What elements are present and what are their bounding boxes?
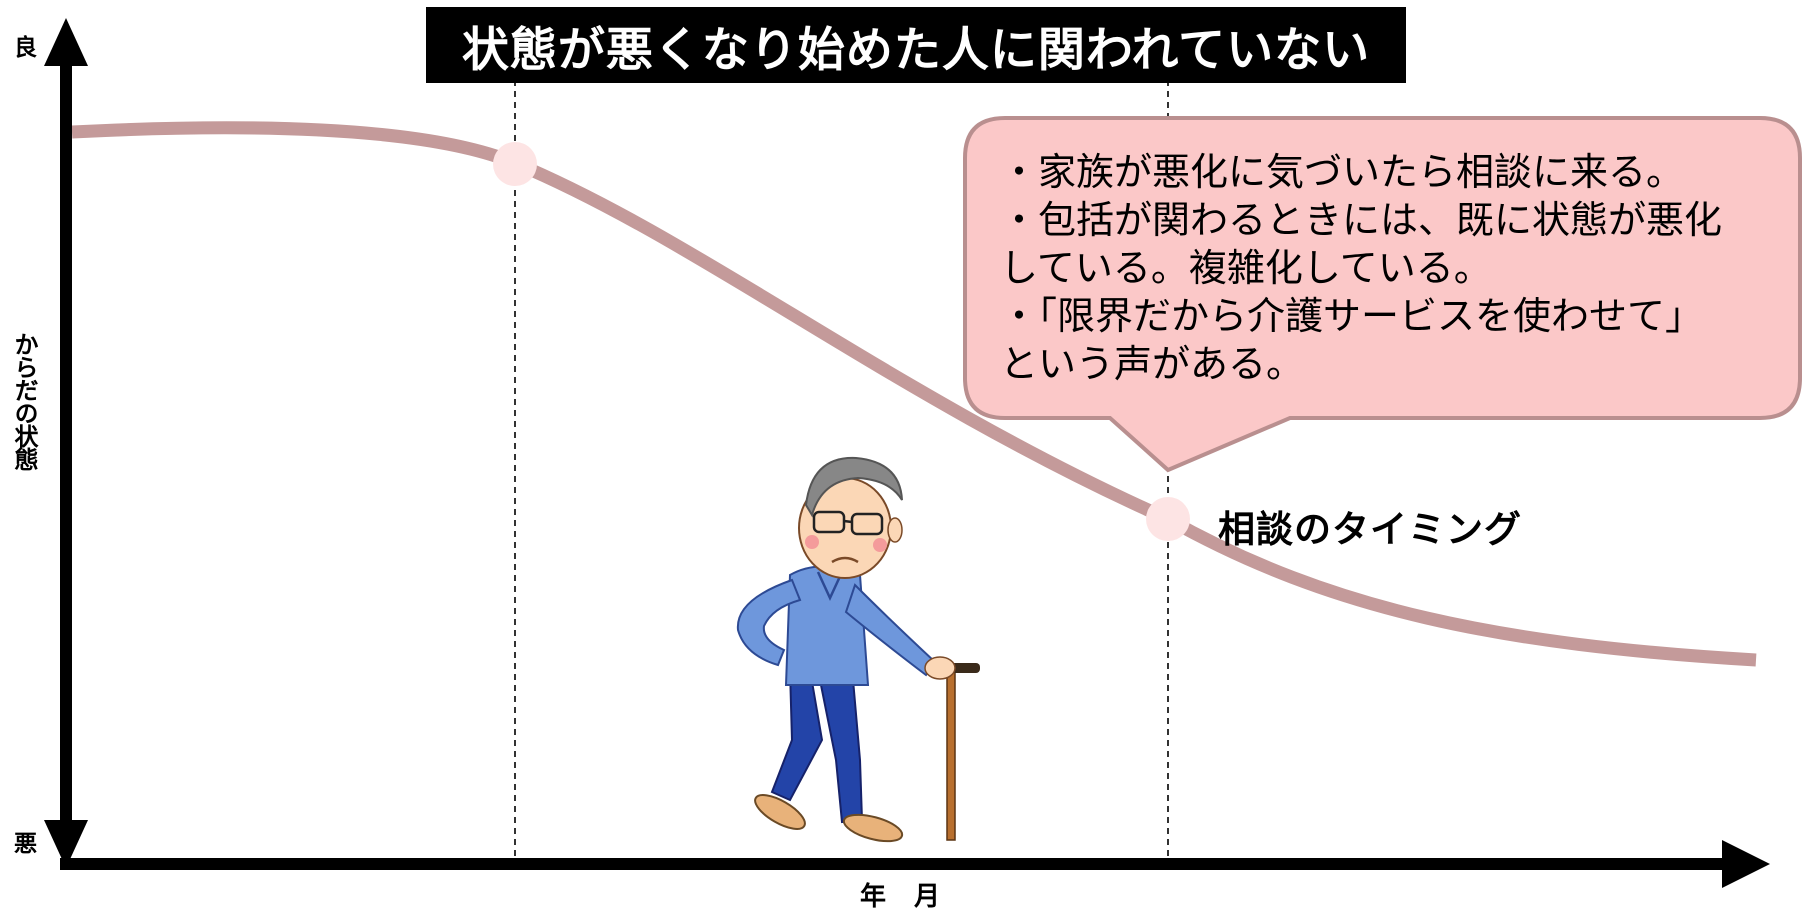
y-axis-arrow-up [44,18,88,66]
callout-text: ・家族が悪化に気づいたら相談に来る。 ・包括が関わるときには、既に状態が悪化 し… [1000,148,1790,388]
y-axis-bottom-label: 悪 [14,831,37,857]
callout-line-4: ・「限界だから介護サービスを使わせて」 [1000,294,1704,338]
condition-curve [71,121,1757,667]
diagram-title: 状態が悪くなり始めた人に関われていない [426,7,1406,83]
elderly-man-illustration [736,456,980,843]
x-axis-arrow [1722,840,1770,888]
decline-start-marker [493,142,537,186]
y-axis-top-label: 良 [14,35,37,61]
consultation-timing-label: 相談のタイミング [1218,508,1522,551]
consultation-marker [1146,497,1190,541]
x-axis-label: 年 月 [860,882,942,912]
callout-line-1: ・家族が悪化に気づいたら相談に来る。 [1000,150,1685,194]
callout-bubble [963,116,1802,473]
y-axis-label: からだの状態 [10,332,38,470]
callout-line-2: ・包括が関わるときには、既に状態が悪化 [1000,198,1723,242]
callout-line-3: している。複雑化している。 [1000,246,1492,290]
y-axis-arrow-down [44,820,88,868]
callout-line-5: という声がある。 [1000,342,1305,386]
